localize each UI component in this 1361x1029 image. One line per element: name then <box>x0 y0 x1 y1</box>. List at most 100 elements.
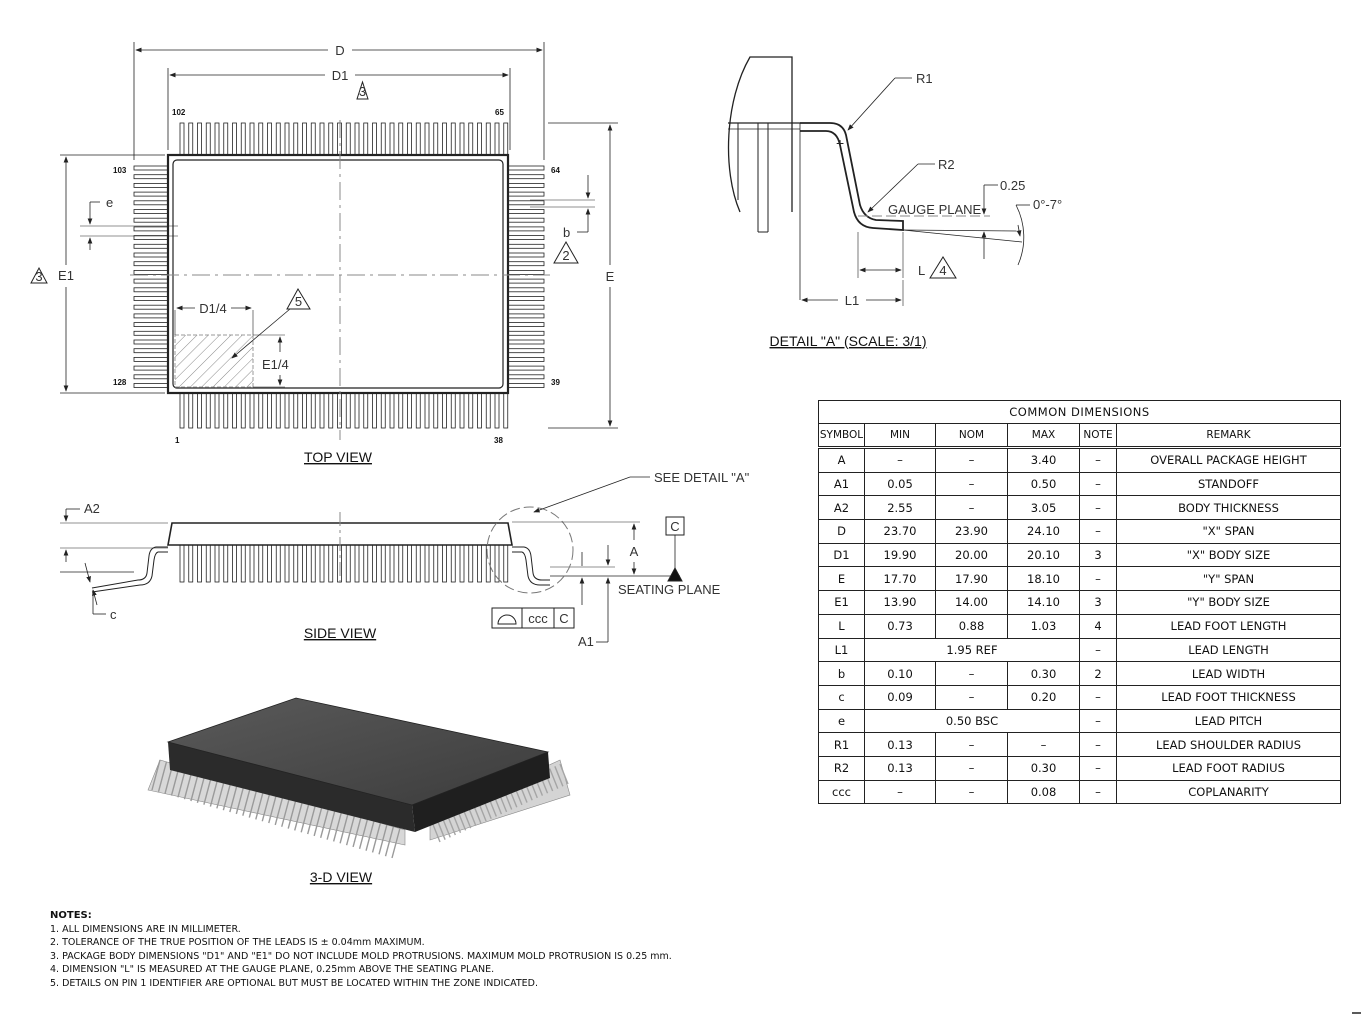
lead <box>284 392 290 429</box>
lead <box>179 122 185 156</box>
lead <box>507 287 545 293</box>
lead <box>133 174 169 180</box>
pin-number: 103 <box>113 166 127 175</box>
dim-c-label: c <box>110 607 117 622</box>
table-cell: A2 <box>818 495 865 521</box>
table-cell: 0.09 <box>864 684 936 710</box>
lead <box>133 374 169 380</box>
lead <box>133 304 169 310</box>
table-cell: LEAD SHOULDER RADIUS <box>1116 732 1341 757</box>
table-cell: 0.50 BSC <box>864 708 1080 734</box>
lead <box>415 392 421 429</box>
note-item: 3. PACKAGE BODY DIMENSIONS "D1" AND "E1"… <box>50 950 672 962</box>
ccc-label: ccc <box>528 611 548 626</box>
lead <box>468 122 474 156</box>
lead <box>507 191 545 197</box>
lead <box>133 296 169 301</box>
lead <box>258 392 264 429</box>
lead <box>133 252 169 258</box>
lead <box>205 392 211 429</box>
lead <box>310 544 316 583</box>
table-cell: – <box>1079 732 1117 757</box>
lead <box>407 122 412 156</box>
table-cell: 0.88 <box>935 613 1008 639</box>
lead <box>507 226 545 232</box>
table-cell: 0.20 <box>1007 684 1080 710</box>
dim-angle-label: 0°-7° <box>1033 197 1062 212</box>
lead <box>133 217 169 223</box>
package-3d-leads-left <box>147 759 406 846</box>
lead <box>197 544 202 583</box>
pin1-zone <box>174 334 254 388</box>
table-cell: 0.05 <box>864 471 936 497</box>
pin-number: 38 <box>494 436 503 445</box>
table-header-cell: MIN <box>864 423 936 449</box>
table-cell: LEAD WIDTH <box>1116 661 1341 686</box>
lead <box>372 122 377 156</box>
dim-R2-label: R2 <box>938 157 955 172</box>
lead <box>459 122 465 156</box>
lead <box>267 392 272 429</box>
table-cell: b <box>818 661 865 686</box>
table-cell: 0.30 <box>1007 755 1080 781</box>
pin-number: 102 <box>172 108 186 117</box>
table-cell: 14.10 <box>1007 590 1080 615</box>
pin-number: 128 <box>113 378 127 387</box>
table-cell: 23.70 <box>864 519 936 544</box>
table-cell: 0.13 <box>864 755 936 781</box>
lead <box>485 392 491 429</box>
lead <box>503 544 509 583</box>
table-header-cell: NOM <box>935 423 1008 449</box>
table-cell: LEAD FOOT LENGTH <box>1116 613 1341 639</box>
table-cell: LEAD PITCH <box>1116 708 1341 734</box>
lead <box>179 392 185 429</box>
top-view-title: TOP VIEW <box>304 449 373 465</box>
lead <box>442 544 447 583</box>
lead <box>293 392 299 429</box>
table-cell: 3.05 <box>1007 495 1080 521</box>
table-cell: – <box>1079 566 1117 592</box>
table-cell: 19.90 <box>864 542 936 568</box>
datum-c-label: C <box>670 519 679 534</box>
lead <box>507 243 545 249</box>
detail-a-circle <box>486 506 574 594</box>
table-cell: 23.90 <box>935 519 1008 544</box>
lead <box>188 122 194 156</box>
lead <box>363 544 369 583</box>
lead <box>507 209 545 214</box>
lead <box>345 544 351 583</box>
table-cell: 0.30 <box>1007 661 1080 686</box>
table-cell: 1.03 <box>1007 613 1080 639</box>
table-cell: 0.73 <box>864 613 936 639</box>
lead <box>363 122 369 156</box>
pin-number: 64 <box>551 166 560 175</box>
lead <box>424 544 430 583</box>
table-cell: A1 <box>818 471 865 497</box>
notes-list: 1. ALL DIMENSIONS ARE IN MILLIMETER.2. T… <box>50 923 672 991</box>
side-view <box>60 476 685 643</box>
dim-025-label: 0.25 <box>1000 178 1025 193</box>
lead <box>319 392 325 429</box>
table-cell: 2.55 <box>864 495 936 521</box>
table-cell: 2 <box>1079 661 1117 686</box>
table-cell: – <box>1079 519 1117 544</box>
see-detail-label: SEE DETAIL "A" <box>654 470 750 485</box>
lead <box>380 392 386 429</box>
table-cell: D <box>818 519 865 544</box>
lead <box>450 544 456 583</box>
lead <box>507 374 545 380</box>
lead <box>380 122 386 156</box>
lead <box>507 200 545 206</box>
table-cell: R2 <box>818 755 865 781</box>
top-view-body <box>166 153 510 395</box>
lead <box>407 544 412 583</box>
lead <box>372 544 377 583</box>
table-row: ccc––0.08–COPLANARITY <box>818 779 1341 805</box>
table-cell: – <box>864 779 936 805</box>
lead <box>507 304 545 310</box>
lead <box>507 348 545 354</box>
